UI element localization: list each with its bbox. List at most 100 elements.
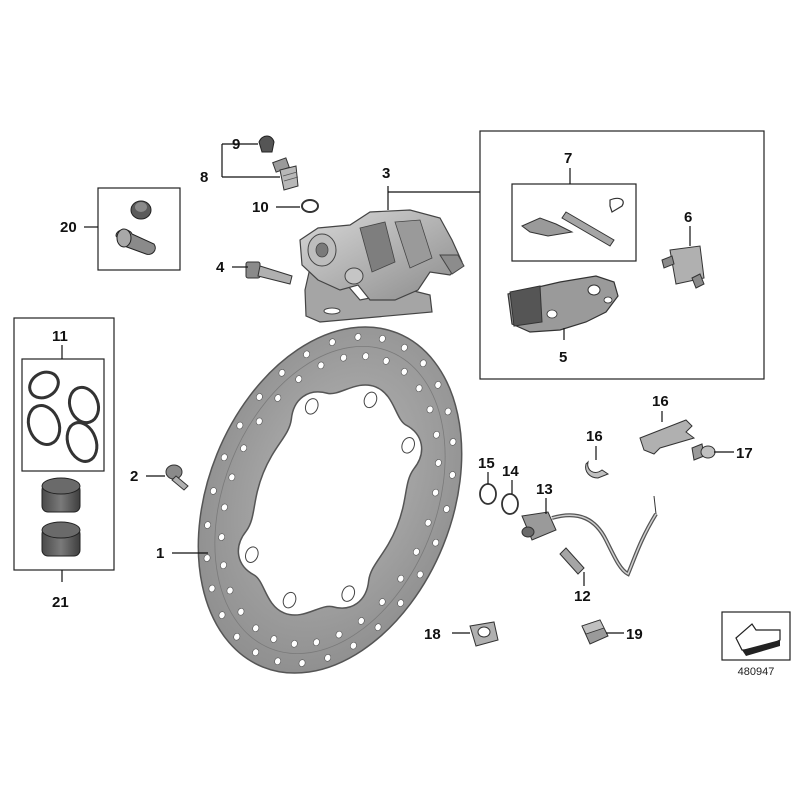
callout-11: 11: [52, 328, 68, 345]
callout-19: 19: [626, 626, 643, 643]
disc-vent-hole: [233, 633, 241, 641]
callout-14: 14: [502, 463, 519, 480]
disc-vent-hole: [203, 554, 211, 562]
cable-bracket-icon: [639, 419, 696, 455]
callout-20: 20: [60, 219, 77, 236]
disc-vent-hole: [303, 350, 310, 359]
disc-vent-hole: [397, 574, 405, 583]
sensor-icon: [521, 495, 658, 577]
callout-13: 13: [536, 481, 553, 498]
group-box-seal-piston-kit: [13, 317, 115, 571]
disc-vent-hole: [252, 648, 259, 657]
callout-16-bracket: 16: [652, 393, 669, 410]
disc-vent-hole: [354, 333, 362, 341]
disc-vent-hole: [220, 561, 227, 569]
callout-12: 12: [574, 588, 591, 605]
disc-vent-hole: [415, 384, 423, 392]
disc-vent-hole: [255, 393, 263, 401]
brake-pad-icon: [507, 275, 619, 333]
disc-vent-hole: [433, 431, 440, 439]
disc-vent-hole: [221, 503, 228, 512]
disc-vent-hole: [426, 405, 434, 414]
disc-vent-hole: [218, 611, 226, 619]
disc-vent-hole: [382, 357, 390, 365]
direction-arrow-icon: [735, 623, 781, 656]
disc-vent-hole: [378, 598, 386, 606]
callout-8: 8: [200, 169, 208, 186]
callout-2: 2: [130, 468, 138, 485]
callout-5: 5: [559, 349, 567, 366]
disc-vent-hole: [218, 533, 225, 541]
disc-vent-hole: [226, 586, 234, 595]
disc-vent-hole: [313, 638, 320, 647]
group-box-seals: [21, 358, 105, 472]
disc-vent-hole: [362, 352, 370, 360]
callout-15: 15: [478, 455, 495, 472]
disc-vent-hole: [210, 487, 217, 495]
disc-vent-hole: [434, 381, 442, 389]
group-box-bleeder: [97, 187, 181, 271]
disc-vent-hole: [208, 584, 216, 593]
disc-vent-hole: [340, 353, 347, 362]
disc-vent-hole: [298, 659, 306, 667]
group-box-caliper-kit: [479, 130, 765, 380]
seal-ring-icon: [26, 370, 101, 463]
disc-vent-hole: [270, 635, 278, 643]
disc-vent-hole: [412, 548, 420, 556]
clip-nut-icon: [581, 619, 609, 645]
spring-clip-icon: [661, 245, 705, 289]
disc-vent-hole: [443, 505, 450, 513]
disc-vent-hole: [374, 623, 382, 631]
callout-4: 4: [216, 259, 225, 276]
disc-vent-hole: [328, 338, 336, 346]
catalog-number: 480947: [738, 666, 775, 678]
seal-ring-icon: [301, 199, 319, 213]
disc-vent-hole: [416, 570, 424, 579]
disc-vent-hole: [335, 630, 343, 639]
callout-1: 1: [156, 545, 164, 562]
disc-vent-hole: [449, 438, 457, 446]
retaining-pin-kit-icon: [521, 197, 624, 247]
callout-labels: 1 2 3 4 5 6 7 8 9 10 11 12 13 14 15 16 1…: [52, 136, 753, 643]
disc-vent-hole: [449, 471, 456, 479]
disc-vent-hole: [432, 488, 439, 497]
disc-vent-hole: [290, 640, 298, 648]
disc-vent-hole: [255, 417, 263, 426]
callout-3: 3: [382, 165, 390, 182]
disc-vent-hole: [400, 368, 408, 376]
grommet-icon: [469, 621, 499, 647]
callout-16-clip: 16: [586, 428, 603, 445]
bleeder-cap-icon: [115, 200, 156, 255]
disc-vent-hole: [424, 518, 432, 527]
catalog-badge: 480947: [721, 611, 791, 678]
disc-vent-hole: [236, 421, 244, 430]
callout-18: 18: [424, 626, 441, 643]
callout-6: 6: [684, 209, 692, 226]
disc-vent-hole: [237, 608, 245, 616]
disc-vent-hole: [357, 617, 365, 625]
caliper-icon: [299, 209, 465, 323]
disc-vent-hole: [378, 335, 386, 343]
disc-vent-hole: [401, 343, 408, 352]
bolt-icon: [245, 261, 293, 285]
disc-vent-hole: [324, 654, 332, 662]
callout-9: 9: [232, 136, 240, 153]
disc-vent-hole: [419, 359, 427, 367]
disc-vent-hole: [435, 459, 442, 467]
disc-vent-hole: [278, 369, 286, 377]
disc-vent-hole: [274, 657, 282, 665]
leader-lines: [61, 143, 734, 634]
disc-vent-hole: [432, 538, 440, 547]
callout-10: 10: [252, 199, 269, 216]
disc-vent-hole: [397, 599, 405, 607]
disc-vent-hole: [220, 453, 228, 462]
brake-disc-icon: [197, 326, 463, 674]
disc-vent-hole: [295, 375, 303, 383]
disc-vent-hole: [350, 641, 357, 650]
disc-vent-hole: [274, 394, 282, 402]
disc-vent-hole: [204, 521, 211, 529]
disc-vent-hole: [252, 624, 260, 632]
callout-17: 17: [736, 445, 753, 462]
disc-vent-hole: [444, 407, 452, 416]
